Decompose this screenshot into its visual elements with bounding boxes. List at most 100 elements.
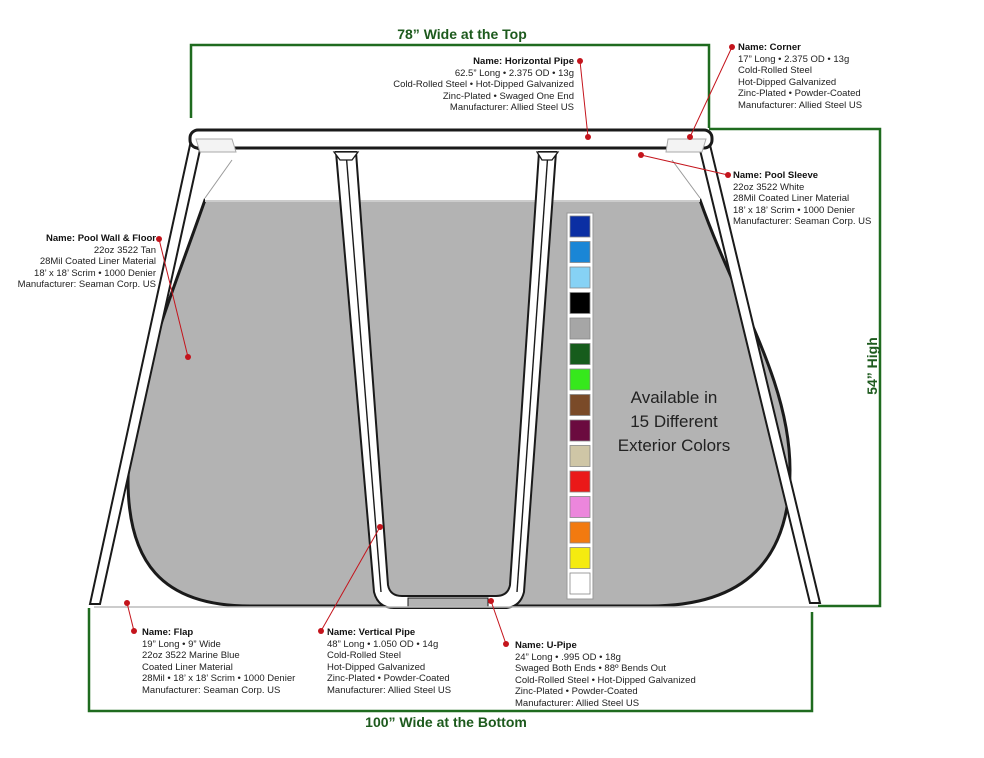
- callout-name: Name: Vertical Pipe: [327, 627, 416, 638]
- bottom-width-guide: [87, 608, 814, 713]
- height-guide: [709, 127, 882, 608]
- callout-line: Manufacturer: Seaman Corp. US: [17, 279, 156, 291]
- pool-wall-dot-a: [156, 236, 162, 242]
- callout-name: Name: Flap: [142, 627, 194, 638]
- callout-line: Manufacturer: Allied Steel US: [327, 684, 452, 696]
- callout-name: Name: Pool Wall & Floor: [46, 233, 156, 244]
- callout-line: Manufacturer: Seaman Corp. US: [142, 684, 281, 696]
- vertical-pipe-inner-left: [345, 151, 382, 593]
- callout-name: Name: Horizontal Pipe: [473, 56, 574, 67]
- pool-wall-dot-b: [185, 354, 191, 360]
- colors-caption-line: 15 Different: [630, 412, 718, 431]
- pool-sleeve-shape: [205, 148, 700, 200]
- color-swatch: [569, 266, 591, 289]
- callout-flap: Name: Flap 19” Long • 9” Wide 22oz 3522 …: [142, 627, 312, 697]
- callout-line: Manufacturer: Allied Steel US: [515, 697, 640, 709]
- callout-line: Hot-Dipped Galvanized: [327, 661, 426, 673]
- callout-line: Swaged Both Ends • 88º Bends Out: [515, 663, 666, 675]
- callout-line: 48” Long • 1.050 OD • 14g: [327, 638, 439, 650]
- callout-line: 28Mil • 18’ x 18’ Scrim • 1000 Denier: [142, 673, 296, 685]
- color-swatch: [569, 547, 591, 569]
- right-pipe-cap: [535, 151, 560, 161]
- callout-line: 22oz 3522 Marine Blue: [142, 650, 240, 662]
- horizontal-pipe-pointer: [579, 60, 589, 138]
- corner-dot-b: [687, 134, 693, 140]
- u-pipe-dot-a: [503, 641, 509, 647]
- pointer-dots: [124, 44, 735, 647]
- callout-line: 19” Long • 9” Wide: [142, 638, 221, 650]
- callout-horizontal-pipe: Name: Horizontal Pipe 62.5” Long • 2.375…: [380, 56, 574, 114]
- callout-line: Cold-Rolled Steel • Hot-Dipped Galvanize…: [393, 79, 574, 91]
- right-sleeve-edge: [671, 159, 701, 199]
- callout-line: Cold-Rolled Steel: [327, 650, 401, 662]
- color-swatch: [569, 445, 591, 467]
- vertical-pipe-inner-right: [516, 151, 549, 593]
- color-swatch: [569, 343, 591, 365]
- colors-caption-line: Exterior Colors: [617, 436, 731, 455]
- vertical-pipe-dot-b: [377, 524, 383, 530]
- callout-pool-wall-floor: Name: Pool Wall & Floor 22oz 3522 Tan 28…: [10, 233, 156, 291]
- right-corner-shape: [665, 138, 707, 153]
- horizontal-pipe-shape: [188, 128, 714, 150]
- callout-line: 24” Long • .995 OD • 18g: [515, 651, 621, 663]
- color-swatch: [569, 394, 591, 416]
- pool-sleeve-pointer: [640, 154, 729, 176]
- u-pipe-connector: [407, 597, 489, 609]
- pool-sleeve-dot-b: [638, 152, 644, 158]
- pool-wall-pointer: [158, 238, 189, 358]
- callout-line: 22oz 3522 Tan: [93, 244, 156, 256]
- corner-pointer: [689, 46, 733, 138]
- callout-line: Zinc-Plated • Powder-Coated: [515, 686, 638, 698]
- callout-vertical-pipe: Name: Vertical Pipe 48” Long • 1.050 OD …: [327, 627, 497, 697]
- callout-line: 28Mil Coated Liner Material: [39, 256, 156, 268]
- u-pipe-pointer: [490, 600, 507, 645]
- callout-line: Cold-Rolled Steel: [738, 65, 812, 77]
- callout-line: 28Mil Coated Liner Material: [733, 193, 850, 205]
- corner-dot-a: [729, 44, 735, 50]
- color-swatch: [569, 496, 591, 518]
- callout-line: Hot-Dipped Galvanized: [738, 76, 837, 88]
- callout-line: Cold-Rolled Steel • Hot-Dipped Galvanize…: [515, 674, 696, 686]
- colors-caption-line: Available in: [630, 388, 718, 407]
- callout-pool-sleeve: Name: Pool Sleeve 22oz 3522 White 28Mil …: [733, 170, 883, 228]
- color-swatch: [569, 419, 591, 442]
- callout-line: Zinc-Plated • Powder-Coated: [738, 88, 861, 100]
- flap-dot-b: [124, 600, 130, 606]
- vertical-pipe-dot-a: [318, 628, 324, 634]
- color-swatch: [569, 368, 591, 391]
- horizontal-pipe-dot-b: [585, 134, 591, 140]
- callout-line: 18’ x 18’ Scrim • 1000 Denier: [733, 204, 855, 216]
- color-swatch: [569, 470, 591, 493]
- colors-caption: Available in 15 Different Exterior Color…: [596, 386, 752, 458]
- left-corner-shape: [195, 138, 237, 153]
- callout-line: Manufacturer: Allied Steel US: [738, 99, 863, 111]
- bottom-width-label: 100” Wide at the Bottom: [365, 714, 527, 730]
- left-sleeve-edge: [204, 159, 233, 199]
- callout-line: Manufacturer: Allied Steel US: [449, 102, 574, 114]
- callout-name: Name: Pool Sleeve: [733, 170, 819, 181]
- color-swatch: [569, 215, 591, 238]
- color-swatch: [569, 241, 591, 263]
- top-width-guide: [189, 43, 711, 128]
- color-swatch: [569, 521, 591, 544]
- u-pipe-dot-b: [488, 598, 494, 604]
- top-width-label: 78” Wide at the Top: [397, 26, 527, 42]
- left-pipe-cap: [332, 151, 360, 161]
- callout-line: Coated Liner Material: [142, 661, 233, 673]
- callout-line: 62.5” Long • 2.375 OD • 13g: [454, 67, 574, 79]
- horizontal-pipe-dot-a: [577, 58, 583, 64]
- color-swatch: [569, 572, 591, 595]
- color-swatch: [569, 292, 591, 314]
- callout-line: Manufacturer: Seaman Corp. US: [733, 216, 872, 228]
- callout-line: Zinc-Plated • Swaged One End: [442, 90, 574, 102]
- pointer-lines: [126, 46, 733, 645]
- callout-line: 18’ x 18’ Scrim • 1000 Denier: [34, 267, 156, 279]
- callout-line: Zinc-Plated • Powder-Coated: [327, 673, 450, 685]
- callout-u-pipe: Name: U-Pipe 24” Long • .995 OD • 18g Sw…: [515, 640, 696, 710]
- color-swatches: [569, 215, 591, 595]
- callout-line: 17” Long • 2.375 OD • 13g: [738, 53, 850, 65]
- callout-line: 22oz 3522 White: [733, 181, 805, 193]
- callout-name: Name: Corner: [738, 42, 801, 53]
